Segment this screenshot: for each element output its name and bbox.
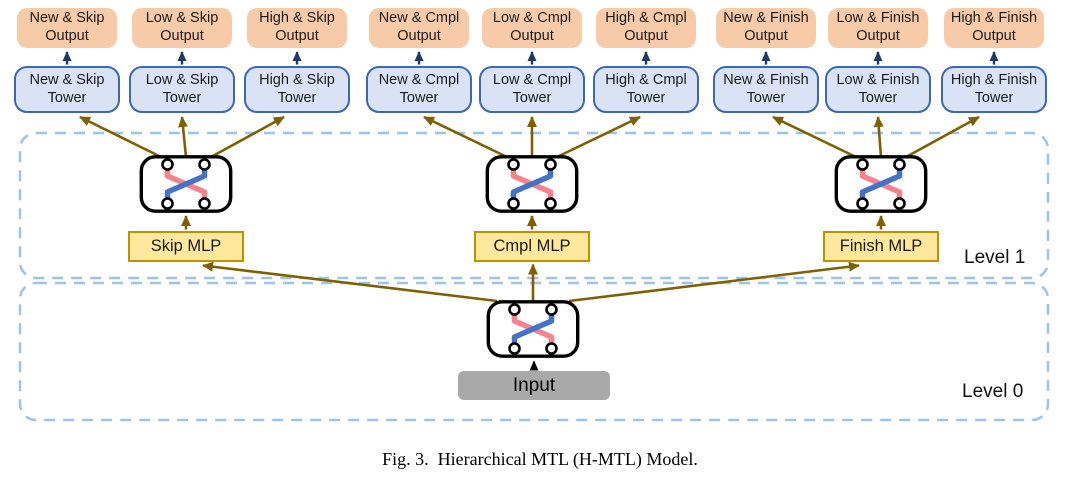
output-box-low-cmpl: Low & Cmpl Output <box>482 8 582 48</box>
tower-box-low-cmpl: Low & Cmpl Tower <box>479 66 585 113</box>
mlp-box-skip: Skip MLP <box>128 231 244 262</box>
output-box-high-skip: High & Skip Output <box>247 8 347 48</box>
tower-box-high-cmpl: High & Cmpl Tower <box>593 66 699 113</box>
gate-module-level0 <box>488 302 577 356</box>
tower-box-new-skip: New & Skip Tower <box>14 66 120 113</box>
output-box-high-finish: High & Finish Output <box>944 8 1044 48</box>
level-1-label: Level 1 <box>964 247 1026 268</box>
output-box-low-skip: Low & Skip Output <box>132 8 232 48</box>
tower-box-new-finish: New & Finish Tower <box>713 66 819 113</box>
output-box-new-skip: New & Skip Output <box>17 8 117 48</box>
output-box-low-finish: Low & Finish Output <box>828 8 928 48</box>
gate-to-tower-arrows <box>79 115 980 159</box>
gate-module-cmpl <box>487 157 576 211</box>
tower-box-high-skip: High & Skip Tower <box>244 66 350 113</box>
gate-module-skip <box>141 157 230 211</box>
input-box: Input <box>458 371 610 400</box>
level-0-label: Level 0 <box>962 381 1024 402</box>
tower-to-output-arrows <box>62 51 999 65</box>
output-box-new-finish: New & Finish Output <box>716 8 816 48</box>
tower-box-low-skip: Low & Skip Tower <box>129 66 235 113</box>
gate-module-finish <box>836 157 925 211</box>
tower-box-new-cmpl: New & Cmpl Tower <box>366 66 472 113</box>
mlp-box-finish: Finish MLP <box>823 231 939 262</box>
mlp-to-gate-arrows <box>181 215 886 230</box>
output-box-high-cmpl: High & Cmpl Output <box>596 8 696 48</box>
tower-box-low-finish: Low & Finish Tower <box>825 66 931 113</box>
level0-to-mlp-arrows <box>202 261 860 303</box>
figure-caption: Fig. 3. Hierarchical MTL (H-MTL) Model. <box>382 449 698 469</box>
tower-box-high-finish: High & Finish Tower <box>941 66 1047 113</box>
output-box-new-cmpl: New & Cmpl Output <box>369 8 469 48</box>
mlp-box-cmpl: Cmpl MLP <box>474 231 590 262</box>
